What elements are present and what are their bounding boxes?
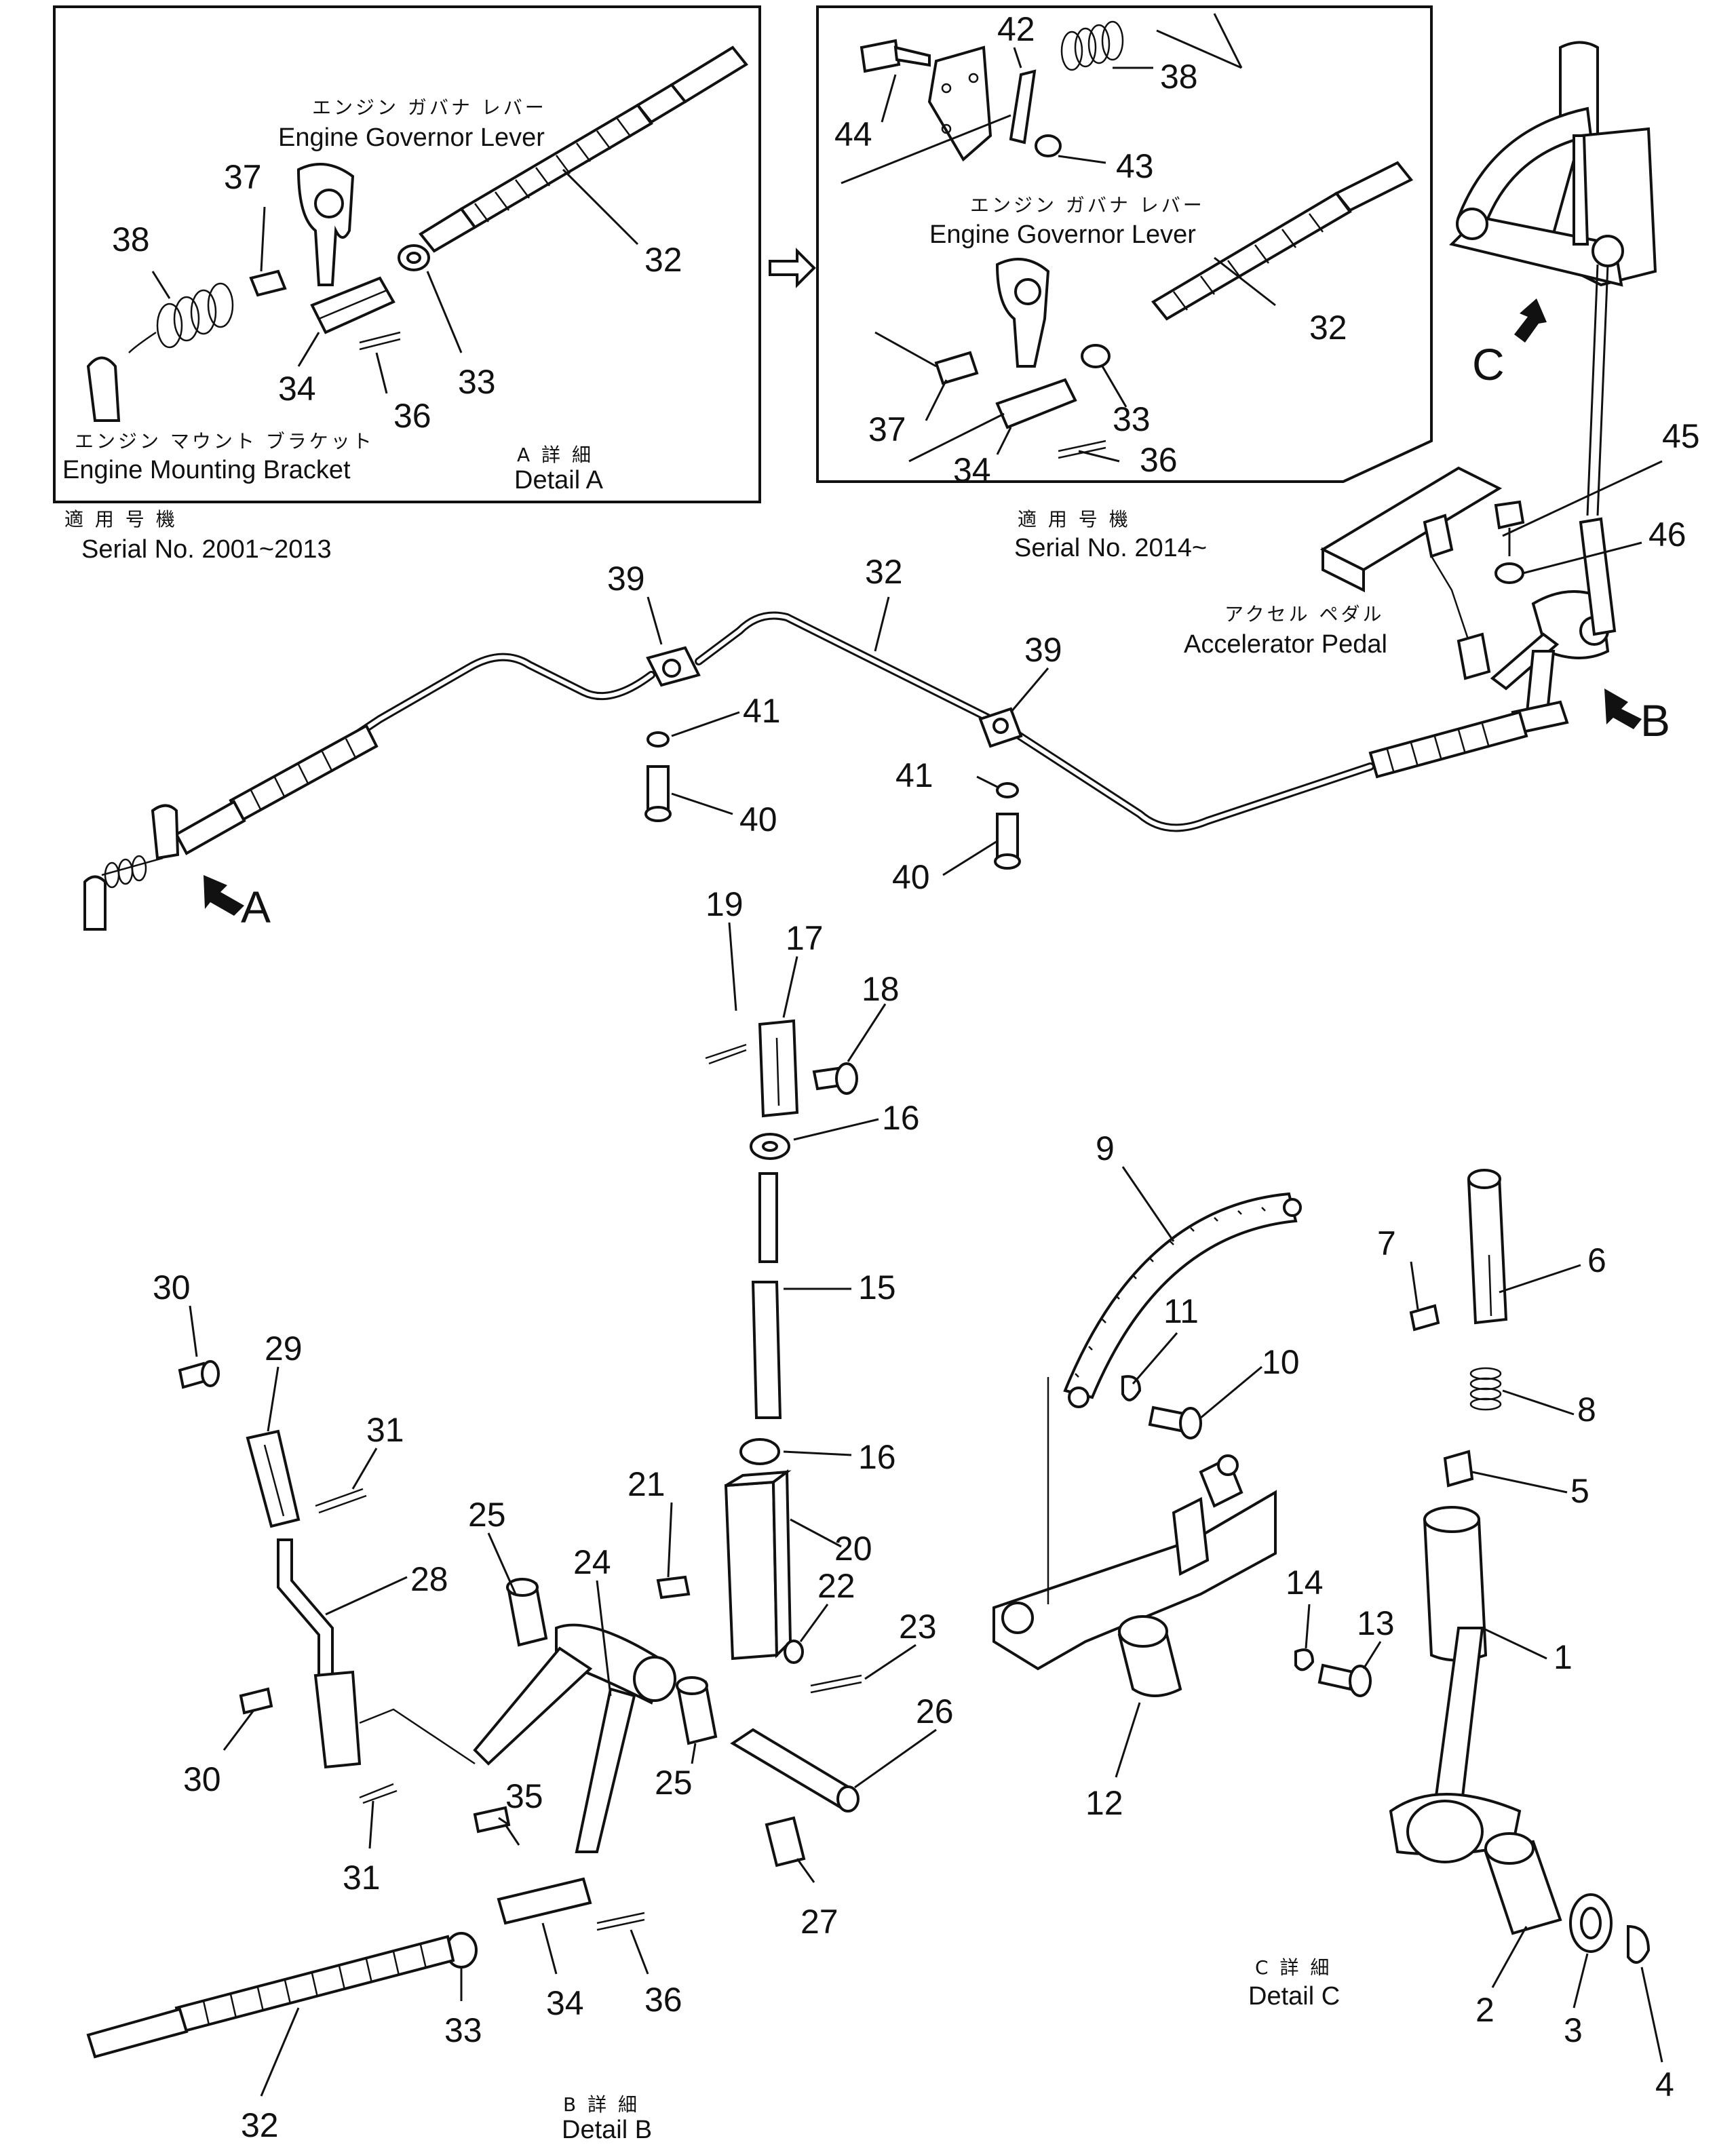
detail-b-part-21: 21: [628, 1465, 666, 1503]
detail-c-parts: [992, 1166, 1663, 2063]
detail-b-part-23: 23: [899, 1608, 937, 1646]
detail-b-part-28: 28: [410, 1560, 448, 1598]
detail-a2-serial: Serial No. 2014~: [1014, 534, 1207, 562]
detail-b-part-24: 24: [573, 1543, 611, 1581]
detail-b-part-17: 17: [786, 919, 824, 957]
main-en-pedal: Accelerator Pedal: [1184, 630, 1387, 659]
detail-b-part-15: 15: [858, 1268, 896, 1306]
arrow-a-icon: [204, 875, 244, 916]
detail-a2-part-38: 38: [1160, 58, 1198, 96]
detail-a-part-34: 34: [278, 370, 316, 408]
detail-a-part-38: 38: [112, 220, 150, 258]
detail-a2-panel: [816, 5, 1433, 483]
arrow-b-label: B: [1640, 695, 1670, 745]
detail-a2-part-36: 36: [1140, 441, 1178, 479]
detail-b-part-26: 26: [916, 1692, 954, 1730]
main-part-41b: 41: [895, 756, 933, 794]
detail-c-part-4: 4: [1655, 2066, 1674, 2104]
detail-c-part-1: 1: [1554, 1638, 1573, 1676]
detail-b-part-33: 33: [444, 2011, 482, 2049]
detail-b-part-16a: 16: [882, 1099, 920, 1137]
detail-c-part-12: 12: [1085, 1784, 1123, 1822]
arrow-c-label: C: [1472, 339, 1505, 389]
detail-a-part-36: 36: [393, 397, 431, 435]
main-part-32: 32: [865, 553, 903, 591]
detail-c-part-2: 2: [1475, 1991, 1494, 2029]
detail-a-jp-serial: 適 用 号 機: [64, 508, 178, 530]
detail-c-jp-title: C 詳 細: [1255, 1956, 1332, 1979]
arrow-c-icon: [1514, 298, 1547, 343]
detail-b-part-27: 27: [801, 1903, 838, 1941]
detail-c-part-10: 10: [1262, 1343, 1300, 1381]
detail-a-part-32: 32: [644, 241, 682, 279]
detail-b-jp-title: B 詳 細: [563, 2093, 640, 2116]
detail-b-part-25a: 25: [468, 1496, 506, 1534]
main-part-39b: 39: [1024, 631, 1062, 669]
detail-b-part-18: 18: [862, 970, 900, 1008]
main-part-39a: 39: [607, 560, 645, 598]
detail-b-part-31a: 31: [366, 1411, 404, 1449]
arrow-right-icon: [769, 248, 816, 288]
main-assembly: [83, 41, 1663, 931]
detail-b-parts: [86, 922, 937, 2097]
detail-c-part-8: 8: [1577, 1391, 1596, 1429]
detail-b-part-36: 36: [644, 1981, 682, 2019]
detail-a2-en-lever: Engine Governor Lever: [929, 220, 1196, 249]
detail-a2-part-42: 42: [997, 10, 1035, 48]
detail-b-part-30b: 30: [183, 1760, 221, 1798]
detail-b-part-29: 29: [265, 1330, 303, 1368]
detail-c-part-3: 3: [1564, 2011, 1583, 2049]
detail-b-part-30a: 30: [153, 1268, 191, 1306]
detail-c-part-5: 5: [1570, 1472, 1589, 1510]
main-part-40a: 40: [739, 800, 777, 838]
main-part-45: 45: [1662, 417, 1700, 455]
detail-a-jp-lever: エンジン ガバナ レバー: [312, 96, 547, 119]
detail-a-jp-title: A 詳 細: [517, 444, 594, 466]
detail-b-en-title: Detail B: [562, 2116, 652, 2144]
detail-a2-part-32: 32: [1309, 309, 1347, 347]
detail-b-part-16b: 16: [858, 1438, 896, 1476]
detail-c-part-13: 13: [1357, 1604, 1395, 1642]
detail-a-serial: Serial No. 2001~2013: [81, 535, 332, 564]
detail-a-part-33: 33: [458, 363, 496, 401]
main-part-46: 46: [1648, 516, 1686, 554]
main-part-40b: 40: [892, 858, 930, 896]
detail-b-part-35: 35: [505, 1777, 543, 1815]
detail-a-en-bracket: Engine Mounting Bracket: [62, 456, 351, 484]
detail-c-part-11: 11: [1163, 1292, 1199, 1330]
detail-c-part-14: 14: [1286, 1564, 1324, 1602]
detail-b-part-25b: 25: [655, 1764, 693, 1802]
detail-a2-jp-lever: エンジン ガバナ レバー: [970, 194, 1205, 216]
detail-a2-part-43: 43: [1116, 147, 1154, 185]
detail-c-part-9: 9: [1096, 1129, 1115, 1167]
detail-a2-part-34: 34: [953, 451, 991, 489]
detail-b-part-31b: 31: [343, 1859, 381, 1897]
detail-a-jp-bracket: エンジン マウント ブラケット: [75, 430, 374, 452]
detail-a2-jp-serial: 適 用 号 機: [1018, 508, 1131, 530]
main-jp-pedal: アクセル ペダル: [1224, 603, 1385, 625]
detail-c-part-6: 6: [1587, 1241, 1606, 1279]
detail-b-part-22: 22: [817, 1567, 855, 1605]
detail-b-part-34: 34: [546, 1984, 584, 2022]
detail-c-en-title: Detail C: [1248, 1982, 1340, 2011]
detail-a2-part-37: 37: [868, 410, 906, 448]
arrow-a-label: A: [241, 882, 271, 932]
detail-c-part-7: 7: [1377, 1224, 1396, 1262]
detail-a-part-37: 37: [224, 158, 262, 196]
detail-a2-part-44: 44: [834, 115, 872, 153]
main-part-41a: 41: [743, 692, 781, 730]
detail-a-panel: [53, 5, 761, 503]
detail-b-part-19: 19: [706, 885, 744, 923]
detail-a-en-title: Detail A: [514, 466, 604, 495]
detail-b-part-20: 20: [834, 1530, 872, 1568]
arrow-b-icon: [1604, 689, 1642, 729]
detail-a-en-lever: Engine Governor Lever: [278, 123, 545, 152]
detail-a2-part-33: 33: [1113, 400, 1151, 438]
detail-b-part-32: 32: [241, 2106, 279, 2144]
